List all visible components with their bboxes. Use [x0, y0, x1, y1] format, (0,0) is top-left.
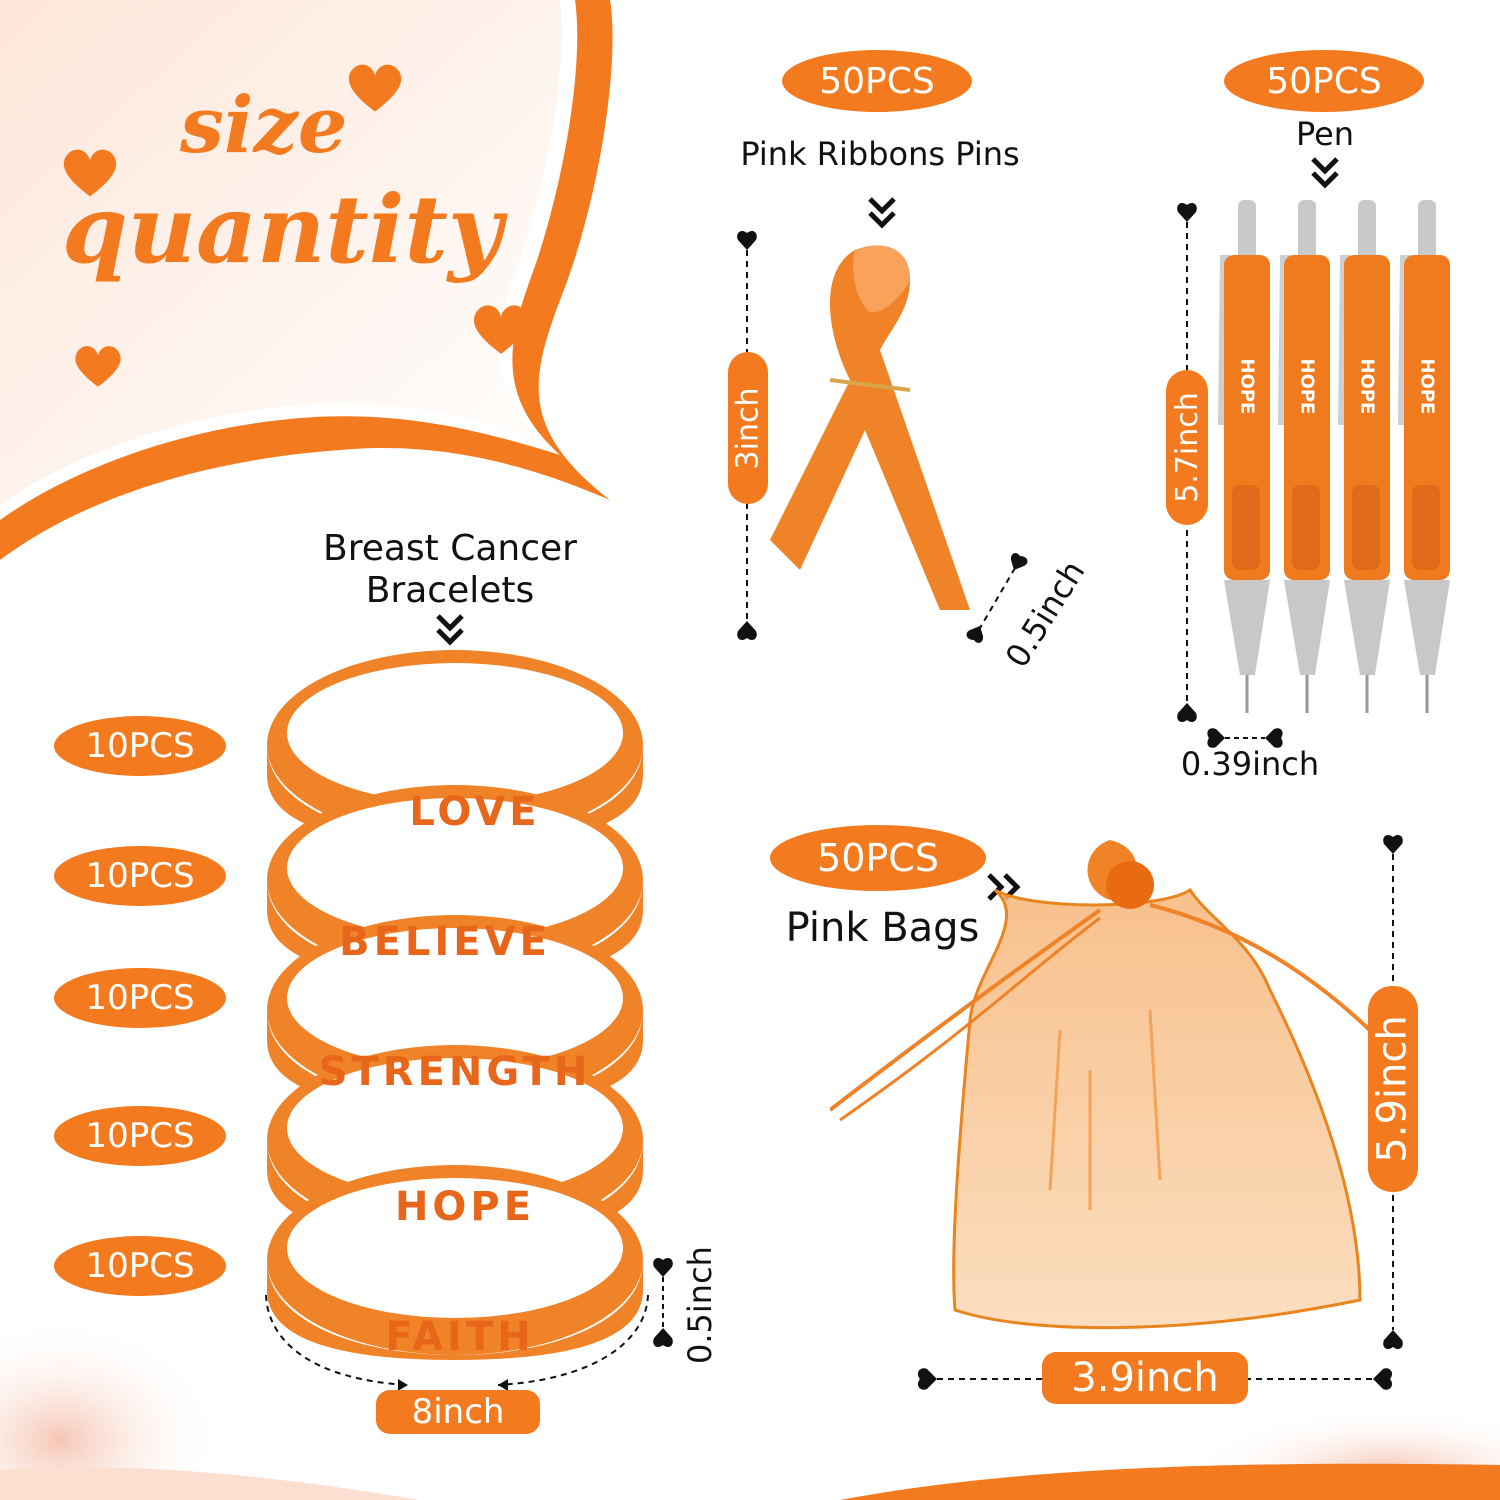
bracelet-qty-badge: 10PCS: [54, 1106, 226, 1166]
bracelet-qty-text: 10PCS: [85, 726, 195, 766]
bracelet-qty-text: 10PCS: [85, 1116, 195, 1156]
bracelet-qty-badge: 10PCS: [54, 716, 226, 776]
pen-qty-text: 50PCS: [1266, 60, 1382, 102]
bracelet-qty-badge: 10PCS: [54, 846, 226, 906]
pen-print: HOPE: [1284, 345, 1330, 455]
bracelet-circumference-badge: 8inch: [376, 1390, 540, 1434]
pen-width-dimension: [1207, 728, 1283, 748]
bracelet-love: [267, 650, 643, 845]
bracelet-width-label: 0.5inch: [665, 1240, 735, 1370]
pen-print-text: HOPE: [1356, 358, 1378, 415]
bracelet-qty-text: 10PCS: [85, 856, 195, 896]
pen-print: HOPE: [1404, 345, 1450, 455]
pen-print: HOPE: [1344, 345, 1390, 455]
bracelet-believe: [267, 785, 643, 980]
heart-icon: [75, 346, 121, 387]
bracelet-word-believe: BELIEVE: [339, 919, 551, 965]
bag-qty-text: 50PCS: [817, 836, 939, 880]
ribbon-qty-text: 50PCS: [819, 60, 935, 102]
ribbon-height-dimension: [737, 230, 757, 641]
ribbon-title: Pink Ribbons Pins: [740, 135, 1020, 173]
heading-quantity: quantity: [62, 175, 503, 285]
ribbon-height-text: 3inch: [730, 387, 766, 469]
bag-width-text: 3.9inch: [1071, 1355, 1219, 1401]
bracelet-qty-text: 10PCS: [85, 978, 195, 1018]
pen-print-text: HOPE: [1296, 358, 1318, 415]
bracelet-faith: [267, 1165, 643, 1360]
pen-qty-badge: 50PCS: [1224, 50, 1424, 112]
pen-print-text: HOPE: [1416, 358, 1438, 415]
bag-width-badge: 3.9inch: [1042, 1352, 1248, 1404]
bracelet-qty-text: 10PCS: [85, 1246, 195, 1286]
bracelet-strength: [267, 915, 643, 1110]
pen-image: [1398, 200, 1450, 713]
double-chevron-down-icon: [436, 614, 464, 646]
bag-height-badge: 5.9inch: [1368, 986, 1418, 1192]
heart-icon: [348, 64, 402, 112]
ribbon-height-badge: 3inch: [728, 352, 768, 504]
pen-image: [1278, 200, 1330, 713]
pen-height-badge: 5.7inch: [1166, 370, 1208, 525]
bracelet-word-hope: HOPE: [395, 1184, 535, 1230]
bracelet-qty-badge: 10PCS: [54, 968, 226, 1028]
pen-title: Pen: [1295, 115, 1355, 153]
bracelet-width-dimension: [653, 1257, 673, 1348]
bracelet-circumference-text: 8inch: [411, 1392, 505, 1432]
double-chevron-down-icon: [868, 197, 896, 229]
organza-bag-image: [830, 840, 1370, 1330]
heart-icon: [473, 305, 529, 354]
bracelet-qty-badge: 10PCS: [54, 1236, 226, 1296]
bag-qty-badge: 50PCS: [770, 825, 986, 891]
bag-width-dimension: [917, 1368, 1393, 1390]
ribbon-width-dimension: [966, 553, 1028, 643]
pen-group: HOPE HOPE HOPE HOPE: [1210, 195, 1460, 720]
bag-height-text: 5.9inch: [1370, 1015, 1417, 1163]
pen-width-text: 0.39inch: [1180, 745, 1320, 783]
bracelet-width-text: 0.5inch: [681, 1246, 719, 1364]
bracelet-word-love: LOVE: [409, 789, 540, 835]
pen-height-text: 5.7inch: [1169, 392, 1205, 503]
double-chevron-down-icon: [1311, 157, 1339, 189]
ribbon-qty-badge: 50PCS: [782, 50, 972, 112]
bracelet-word-strength: STRENGTH: [319, 1049, 592, 1095]
bracelet-circumference-dimension: [265, 1294, 649, 1391]
pen-image: [1338, 200, 1390, 713]
heading-size: size: [180, 80, 348, 171]
pen-print-text: HOPE: [1236, 358, 1258, 415]
bracelets-title-line2: Bracelets: [365, 570, 535, 611]
bag-title: Pink Bags: [785, 905, 980, 951]
bracelet-word-faith: FAITH: [385, 1314, 534, 1360]
ribbon-image: [770, 245, 970, 611]
pen-image: [1218, 200, 1270, 713]
pen-print: HOPE: [1224, 345, 1270, 455]
bracelet-stack: LOVE BELIEVE STRENGTH HOPE FAITH: [267, 650, 643, 1360]
bag-height-dimension: [1383, 834, 1403, 1350]
bracelets-title-line1: Breast Cancer: [323, 528, 577, 569]
heart-icon: [63, 149, 117, 197]
pen-height-dimension: [1177, 202, 1197, 723]
